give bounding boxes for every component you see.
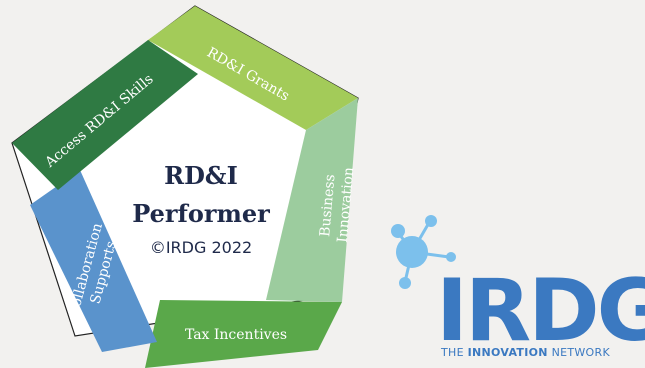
- logo-tagline-suffix: NETWORK: [548, 346, 611, 359]
- segment-label-business-innovation: Business Innovation: [317, 165, 357, 243]
- segment-access-rdi-skills: [12, 40, 198, 190]
- segment-business-innovation: [266, 98, 358, 302]
- segment-label-business-line1: Business: [317, 174, 338, 238]
- segment-label-tax-incentives: Tax Incentives: [185, 327, 287, 343]
- network-node-icon: [391, 215, 456, 289]
- irdg-logo: IRDG THE INNOVATION NETWORK: [391, 215, 645, 361]
- center-copyright: ©IRDG 2022: [150, 238, 252, 257]
- center-title-line2: Performer: [132, 199, 270, 228]
- segment-tax-incentives: [145, 300, 342, 368]
- logo-wordmark: IRDG: [436, 261, 645, 361]
- logo-tagline-prefix: THE: [440, 346, 468, 359]
- center-title-line1: RD&I: [164, 161, 238, 190]
- logo-tagline-strong: INNOVATION: [468, 346, 548, 359]
- logo-tagline: THE INNOVATION NETWORK: [440, 346, 610, 359]
- segment-collaboration-supports: [30, 170, 157, 352]
- segment-rdi-grants: [148, 6, 358, 130]
- segment-label-business-line2: Innovation: [335, 166, 358, 243]
